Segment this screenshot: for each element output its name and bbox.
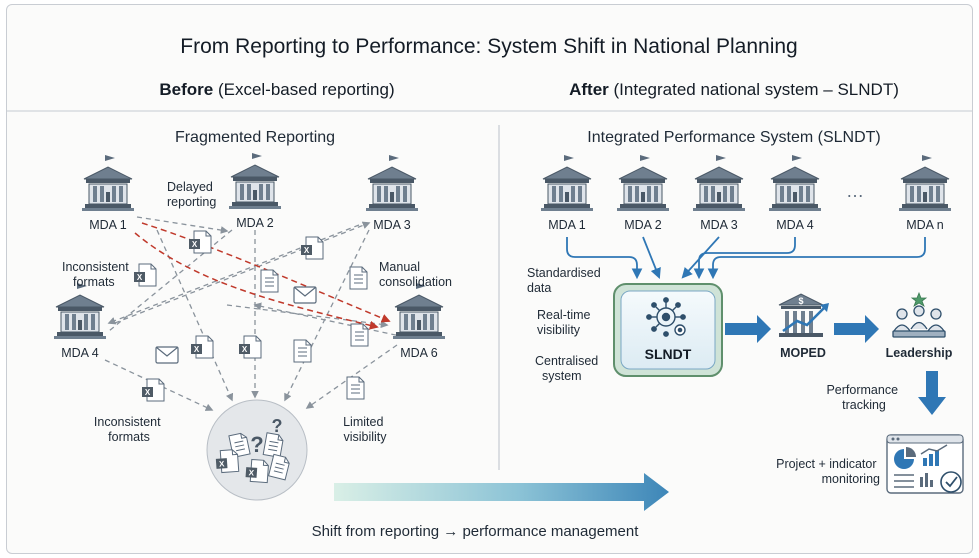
document-icon (293, 339, 312, 363)
annotation-delayed-reporting: Delayed reporting (167, 180, 216, 209)
performance-tracking-label: Performance tracking (826, 383, 901, 412)
monitoring-dashboard-icon (886, 434, 964, 494)
before-heading-rest: (Excel-based reporting) (218, 80, 395, 99)
after-mda-1-label: MDA 1 (548, 218, 586, 232)
before-mda-3-building-icon (365, 154, 419, 212)
before-mda-4-label: MDA 4 (61, 346, 99, 360)
moped-chart-icon: $ (778, 293, 829, 337)
after-mda-2-label: MDA 2 (624, 218, 662, 232)
annotation-inconsistent-formats-bottom: Inconsistent formats (94, 415, 164, 444)
diagram-frame: X From Reporting to Performance: System … (6, 4, 973, 554)
monitoring-label: Project + indicator monitoring (776, 457, 880, 486)
after-mda-4-building-icon (768, 154, 822, 212)
diagram-canvas: X From Reporting to Performance: System … (7, 35, 972, 540)
excel-file-icon (141, 378, 165, 402)
document-pile-icon: ? ? (206, 399, 308, 501)
before-subtitle: Fragmented Reporting (175, 129, 335, 146)
before-mda-4-building-icon (53, 282, 107, 340)
moped-label: MOPED (780, 346, 826, 360)
slndt-core: SLNDT (613, 283, 723, 377)
after-mda-3-label: MDA 3 (700, 218, 738, 232)
svg-text:?: ? (272, 416, 283, 436)
before-mda-6-label: MDA 6 (400, 346, 438, 360)
before-mda-6-building-icon (392, 282, 446, 340)
excel-file-icon (188, 230, 212, 254)
before-mda-2-building-icon (228, 152, 282, 210)
before-mda-1-label: MDA 1 (89, 218, 127, 232)
after-mda-n-label: MDA n (906, 218, 944, 232)
flow-arrow-leadership-to-monitoring (918, 371, 946, 415)
after-mda-n-building-icon (898, 154, 952, 212)
diagram-title: From Reporting to Performance: System Sh… (180, 35, 797, 58)
shift-arrow (334, 473, 669, 511)
excel-file-icon (300, 236, 324, 260)
shift-caption: Shift from reporting → performance manag… (312, 523, 640, 540)
before-mda-2-label: MDA 2 (236, 216, 274, 230)
flow-arrow-moped-to-leadership (834, 315, 879, 343)
feature-real-time-visibility: Real-time visibility (537, 308, 594, 337)
excel-file-icon (238, 335, 262, 359)
document-icon (346, 376, 365, 400)
after-heading: After (Integrated national system – SLND… (569, 80, 899, 99)
excel-file-icon (190, 335, 214, 359)
after-heading-rest: (Integrated national system – SLNDT) (614, 80, 899, 99)
feature-centralised-system: Centralised system (535, 354, 602, 383)
after-subtitle: Integrated Performance System (SLNDT) (587, 129, 880, 146)
annotation-manual-consolidation: Manual consolidation (379, 260, 452, 289)
slndt-label: SLNDT (645, 346, 692, 362)
annotation-inconsistent-formats-top: Inconsistent formats (62, 260, 132, 289)
after-mda-4-label: MDA 4 (776, 218, 814, 232)
leadership-people-icon (892, 291, 946, 338)
before-mda-3-label: MDA 3 (373, 218, 411, 232)
svg-text:?: ? (250, 432, 263, 457)
before-red-arrows (134, 222, 391, 330)
mda-ellipsis: … (846, 181, 864, 201)
mda-feed-arrows (566, 236, 926, 280)
after-mda-2-building-icon (616, 154, 670, 212)
before-mda-1-building-icon (81, 154, 135, 212)
leadership-label: Leadership (886, 346, 953, 360)
after-mda-3-building-icon (692, 154, 746, 212)
document-icon (349, 266, 368, 290)
excel-file-icon (133, 263, 157, 287)
after-mda-1-building-icon (540, 154, 594, 212)
envelope-icon (293, 286, 317, 304)
envelope-icon (155, 346, 179, 364)
document-icon (350, 323, 369, 347)
document-icon (260, 269, 279, 293)
flow-arrow-slndt-to-moped (725, 315, 771, 343)
feature-standardised-data: Standardised data (527, 266, 604, 295)
after-heading-bold: After (569, 80, 609, 99)
network-gear-icon (646, 297, 686, 337)
before-heading: Before (Excel-based reporting) (159, 80, 394, 99)
annotation-limited-visibility: Limited visibility (343, 415, 387, 444)
svg-text:$: $ (798, 296, 803, 306)
before-heading-bold: Before (159, 80, 213, 99)
